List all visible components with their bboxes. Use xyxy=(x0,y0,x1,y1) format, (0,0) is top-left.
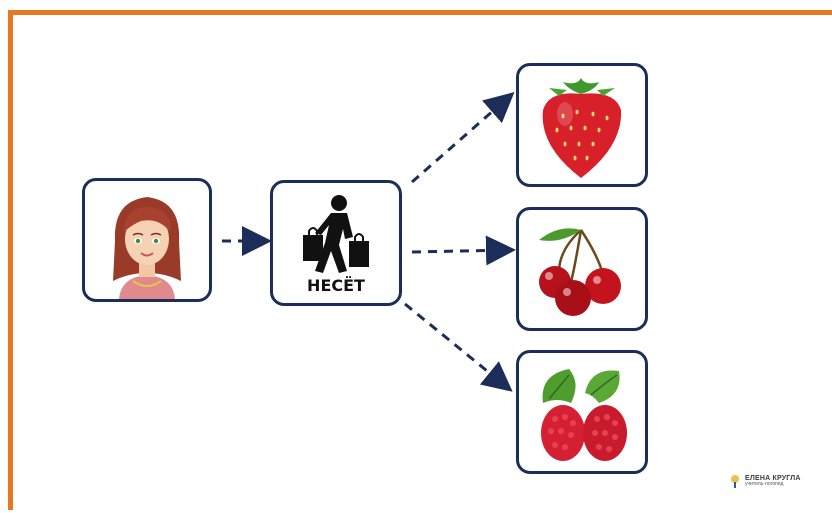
action-card: НЕСЁТ xyxy=(270,180,402,306)
object-card-raspberry xyxy=(516,350,648,474)
arrow-verb-to-raspberry xyxy=(404,302,513,392)
logo-icon xyxy=(731,475,739,488)
cherry-icon xyxy=(539,228,621,316)
woman-icon xyxy=(113,197,181,299)
arrow-verb-to-strawberry xyxy=(411,92,515,184)
object-card-cherry xyxy=(516,207,648,331)
verb-label: НЕСЁТ xyxy=(307,276,365,295)
subject-card xyxy=(82,178,212,302)
author-logo: ЕЛЕНА КРУГЛА учитель-логопед xyxy=(728,474,801,488)
arrow-verb-to-cherry xyxy=(411,235,516,266)
raspberry-icon xyxy=(541,369,627,461)
carrying-bags-icon xyxy=(303,195,369,273)
strawberry-icon xyxy=(542,78,622,178)
slide-frame xyxy=(8,10,832,510)
logo-subtitle: учитель-логопед xyxy=(745,481,784,487)
logo-name: ЕЛЕНА КРУГЛА xyxy=(745,475,801,482)
object-card-strawberry xyxy=(516,63,648,187)
